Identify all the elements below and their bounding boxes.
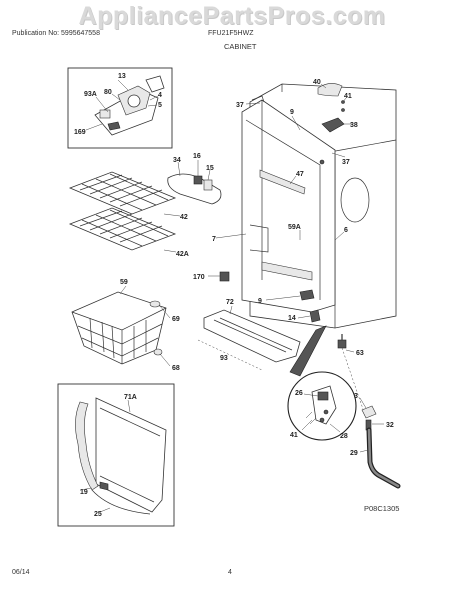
callout-7: 7 bbox=[212, 236, 216, 243]
callout-68: 68 bbox=[172, 365, 180, 372]
callout-93A: 93A bbox=[84, 91, 97, 98]
clip-170: 170 bbox=[193, 271, 230, 282]
footer-date: 06/14 bbox=[12, 569, 30, 576]
fan-clip-shape bbox=[99, 109, 111, 119]
top-hinge-parts: 40 41 38 bbox=[313, 79, 358, 133]
callout-42: 42 bbox=[180, 214, 188, 221]
hinge-bracket-9 bbox=[299, 289, 315, 301]
callout-6: 6 bbox=[344, 227, 348, 234]
callout-5: 5 bbox=[158, 102, 162, 109]
cover-34 bbox=[167, 173, 222, 205]
stop-69 bbox=[149, 300, 161, 308]
callout-9-top: 9 bbox=[290, 109, 294, 116]
callout-3: 3 bbox=[354, 393, 358, 400]
callout-42A: 42A bbox=[176, 251, 189, 258]
clip-68 bbox=[153, 348, 163, 356]
callout-63: 63 bbox=[356, 350, 364, 357]
panel-71A bbox=[95, 397, 167, 513]
callout-59: 59 bbox=[120, 279, 128, 286]
fan-blade-shape bbox=[145, 75, 165, 93]
callout-29: 29 bbox=[350, 450, 358, 457]
inset-fan-assembly: 13 80 93A 4 5 169 bbox=[67, 67, 173, 149]
callout-13: 13 bbox=[118, 73, 126, 80]
fan-hub-shape bbox=[127, 94, 141, 108]
grille-72 bbox=[203, 309, 301, 363]
footer-page-number: 4 bbox=[228, 569, 232, 576]
callout-16: 16 bbox=[193, 153, 201, 160]
callout-170: 170 bbox=[193, 274, 205, 281]
seal-19 bbox=[75, 401, 99, 491]
toe-grille: 72 93 bbox=[197, 299, 301, 371]
control-cover-parts: 34 16 15 bbox=[167, 153, 222, 205]
shelf-rail-47 bbox=[259, 169, 306, 195]
callout-93: 93 bbox=[220, 355, 228, 362]
callout-72: 72 bbox=[226, 299, 234, 306]
drain-parts: 3 32 29 bbox=[341, 347, 401, 489]
callout-15: 15 bbox=[206, 165, 214, 172]
shelf-42A bbox=[68, 207, 177, 251]
leveling-leg: 63 bbox=[337, 334, 364, 357]
knob-16 bbox=[193, 175, 203, 185]
callout-59A: 59A bbox=[288, 224, 301, 231]
callout-25: 25 bbox=[94, 511, 102, 518]
hinge-pin-14 bbox=[309, 309, 321, 323]
callout-9-lower: 9 bbox=[258, 298, 262, 305]
hinge-cover-40 bbox=[317, 83, 343, 97]
callout-169: 169 bbox=[74, 129, 86, 136]
site-watermark: AppliancePartsPros.com bbox=[78, 2, 386, 30]
callout-41-detail: 41 bbox=[290, 432, 298, 439]
callout-19: 19 bbox=[80, 489, 88, 496]
callout-41-top: 41 bbox=[344, 93, 352, 100]
drain-cap-3 bbox=[361, 405, 377, 419]
publication-number: Publication No: 5995647558 bbox=[12, 30, 100, 37]
inset-insulation-panel: 71A 19 25 bbox=[57, 383, 175, 527]
shelf-42 bbox=[68, 171, 177, 215]
thermostat-15 bbox=[203, 179, 213, 191]
callout-28: 28 bbox=[340, 433, 348, 440]
callout-37-right: 37 bbox=[342, 159, 350, 166]
callout-69: 69 bbox=[172, 316, 180, 323]
callout-34: 34 bbox=[173, 157, 181, 164]
callout-32: 32 bbox=[386, 422, 394, 429]
section-title: CABINET bbox=[224, 42, 257, 51]
basket-parts: 59 69 68 bbox=[71, 279, 180, 372]
model-number: FFU21F5HWZ bbox=[208, 30, 254, 37]
callout-47: 47 bbox=[296, 171, 304, 178]
callout-37-top-left: 37 bbox=[236, 102, 244, 109]
detail-pointer bbox=[289, 325, 327, 377]
callout-38: 38 bbox=[350, 122, 358, 129]
callout-71A: 71A bbox=[124, 394, 137, 401]
detail-bottom-hinge: 26 41 28 bbox=[287, 325, 357, 441]
callout-14: 14 bbox=[288, 315, 296, 322]
wire-shelves: 42 42A bbox=[68, 171, 189, 258]
liner-step bbox=[261, 261, 313, 281]
callout-26: 26 bbox=[295, 390, 303, 397]
callout-80: 80 bbox=[104, 89, 112, 96]
cabinet-body: 37 9 37 47 7 59A 6 9 14 bbox=[212, 83, 397, 329]
hinge-cap-26 bbox=[317, 391, 329, 401]
callout-4: 4 bbox=[158, 92, 162, 99]
callout-40: 40 bbox=[313, 79, 321, 86]
diagram-id: P08C1305 bbox=[364, 504, 400, 513]
